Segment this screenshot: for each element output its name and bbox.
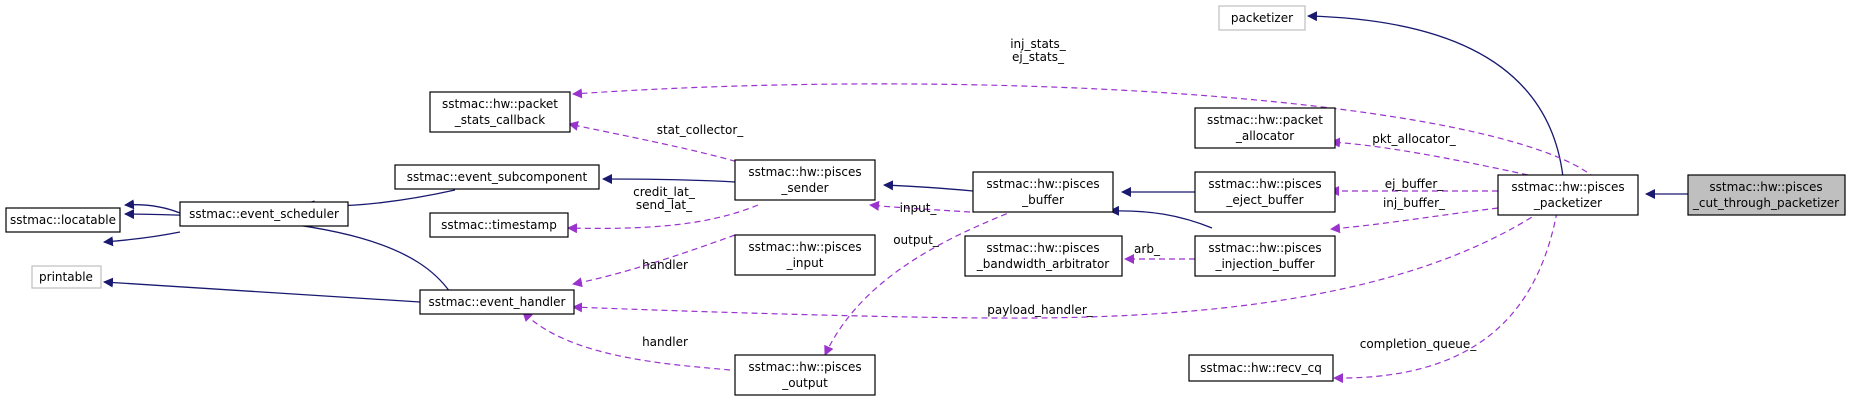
svg-text:_input: _input bbox=[786, 256, 824, 270]
edge-label-payload-handler: payload_handler_ bbox=[987, 303, 1094, 317]
node-pisces-sender[interactable]: sstmac::hw::pisces _sender bbox=[734, 159, 876, 201]
node-timestamp[interactable]: sstmac::timestamp bbox=[429, 212, 569, 238]
edge-label-ej-stats: ej_stats_ bbox=[1012, 50, 1065, 64]
edge-label-stat-collector: stat_collector_ bbox=[657, 123, 745, 137]
node-recv-cq[interactable]: sstmac::hw::recv_cq bbox=[1188, 354, 1334, 382]
svg-text:_sender: _sender bbox=[780, 181, 828, 195]
edge-locatable-to-event-scheduler bbox=[124, 199, 181, 214]
edge-output bbox=[824, 209, 1017, 356]
node-cut-through-packetizer[interactable]: sstmac::hw::pisces _cut_through_packetiz… bbox=[1687, 174, 1846, 216]
svg-text:sstmac::hw::packet: sstmac::hw::packet bbox=[442, 97, 558, 111]
edge-handler-input bbox=[572, 234, 736, 288]
svg-text:sstmac::hw::pisces: sstmac::hw::pisces bbox=[748, 240, 861, 254]
svg-text:sstmac::event_scheduler: sstmac::event_scheduler bbox=[189, 207, 339, 221]
node-locatable[interactable]: sstmac::locatable bbox=[5, 207, 121, 233]
edge-pisces-buffer-to-injection-buffer bbox=[1109, 205, 1213, 229]
svg-text:sstmac::hw::pisces: sstmac::hw::pisces bbox=[1709, 180, 1822, 194]
svg-text:sstmac::hw::pisces: sstmac::hw::pisces bbox=[986, 177, 1099, 191]
nodes-layer: packetizer sstmac::hw::packet _stats_cal… bbox=[5, 5, 1846, 396]
edge-label-handler-input: handler bbox=[642, 258, 688, 272]
svg-text:sstmac::hw::pisces: sstmac::hw::pisces bbox=[1208, 177, 1321, 191]
edge-label-ej-buffer: ej_buffer_ bbox=[1385, 177, 1445, 191]
node-eject-buffer[interactable]: sstmac::hw::pisces _eject_buffer bbox=[1194, 171, 1336, 213]
svg-text:packetizer: packetizer bbox=[1231, 11, 1293, 25]
svg-text:sstmac::locatable: sstmac::locatable bbox=[10, 213, 116, 227]
svg-text:sstmac::hw::pisces: sstmac::hw::pisces bbox=[1511, 180, 1624, 194]
node-pisces-output[interactable]: sstmac::hw::pisces _output bbox=[734, 354, 876, 396]
svg-text:sstmac::hw::pisces: sstmac::hw::pisces bbox=[1208, 241, 1321, 255]
edge-event-subcomponent-to-pisces-sender bbox=[602, 174, 736, 185]
node-injection-buffer[interactable]: sstmac::hw::pisces _injection_buffer bbox=[1194, 235, 1336, 277]
edge-completion-queue bbox=[1333, 211, 1558, 384]
edge-handler-output bbox=[522, 311, 731, 371]
edge-label-completion-queue: completion_queue_ bbox=[1360, 337, 1478, 351]
edges-layer: inj_stats_ ej_stats_ stat_collector_ pkt… bbox=[103, 11, 1688, 384]
svg-text:sstmac::hw::packet: sstmac::hw::packet bbox=[1207, 113, 1323, 127]
node-event-subcomponent[interactable]: sstmac::event_subcomponent bbox=[394, 164, 600, 190]
edge-label-input: input_ bbox=[900, 201, 938, 215]
svg-text:_bandwidth_arbitrator: _bandwidth_arbitrator bbox=[976, 257, 1110, 271]
edge-packetizer-to-pisces-packetizer bbox=[1307, 11, 1564, 178]
svg-text:_cut_through_packetizer: _cut_through_packetizer bbox=[1692, 196, 1839, 210]
svg-text:_allocator: _allocator bbox=[1235, 129, 1294, 143]
edge-label-send-lat: send_lat_ bbox=[636, 198, 693, 212]
node-pisces-packetizer[interactable]: sstmac::hw::pisces _packetizer bbox=[1497, 174, 1639, 216]
node-packet-stats-callback[interactable]: sstmac::hw::packet _stats_callback bbox=[429, 91, 571, 133]
edge-inj-buffer bbox=[1330, 207, 1499, 234]
svg-text:sstmac::hw::recv_cq: sstmac::hw::recv_cq bbox=[1200, 361, 1322, 375]
node-pisces-input[interactable]: sstmac::hw::pisces _input bbox=[734, 234, 876, 276]
svg-text:_buffer: _buffer bbox=[1021, 193, 1064, 207]
node-packetizer[interactable]: packetizer bbox=[1218, 5, 1306, 31]
edge-credit-send-lat bbox=[567, 204, 759, 234]
edge-pisces-buffer-to-pisces-sender bbox=[883, 180, 974, 192]
svg-text:sstmac::event_subcomponent: sstmac::event_subcomponent bbox=[407, 170, 588, 184]
edge-payload-handler bbox=[572, 211, 1541, 319]
svg-text:_stats_callback: _stats_callback bbox=[454, 113, 545, 127]
node-event-scheduler[interactable]: sstmac::event_scheduler bbox=[179, 201, 349, 227]
node-bandwidth-arbitrator[interactable]: sstmac::hw::pisces _bandwidth_arbitrator bbox=[964, 235, 1123, 277]
svg-text:printable: printable bbox=[39, 270, 93, 284]
svg-text:_injection_buffer: _injection_buffer bbox=[1214, 257, 1314, 271]
edge-stats-callback bbox=[572, 83, 1596, 179]
svg-text:_output: _output bbox=[781, 376, 828, 390]
node-packet-allocator[interactable]: sstmac::hw::packet _allocator bbox=[1194, 107, 1336, 149]
edge-pkt-allocator bbox=[1330, 137, 1529, 176]
edge-printable-to-event-scheduler bbox=[103, 231, 181, 247]
edge-label-credit-lat: credit_lat_ bbox=[633, 185, 696, 199]
svg-text:sstmac::event_handler: sstmac::event_handler bbox=[429, 295, 566, 309]
svg-text:sstmac::hw::pisces: sstmac::hw::pisces bbox=[748, 165, 861, 179]
node-pisces-buffer[interactable]: sstmac::hw::pisces _buffer bbox=[972, 171, 1114, 213]
svg-text:_packetizer: _packetizer bbox=[1533, 196, 1602, 210]
edge-printable-to-event-handler bbox=[103, 277, 421, 303]
svg-text:sstmac::hw::pisces: sstmac::hw::pisces bbox=[748, 360, 861, 374]
svg-text:sstmac::timestamp: sstmac::timestamp bbox=[441, 218, 557, 232]
svg-text:_eject_buffer: _eject_buffer bbox=[1225, 193, 1303, 207]
edge-label-output: output_ bbox=[893, 233, 940, 247]
edge-label-inj-stats: inj_stats_ bbox=[1010, 37, 1067, 51]
edge-label-pkt-allocator: pkt_allocator_ bbox=[1372, 132, 1457, 146]
node-event-handler[interactable]: sstmac::event_handler bbox=[419, 289, 575, 315]
edge-input bbox=[869, 200, 971, 213]
node-printable[interactable]: printable bbox=[31, 265, 102, 289]
edge-label-inj-buffer: inj_buffer_ bbox=[1383, 196, 1446, 210]
edge-label-handler-output: handler bbox=[642, 335, 688, 349]
svg-text:sstmac::hw::pisces: sstmac::hw::pisces bbox=[986, 241, 1099, 255]
edge-label-arb: arb_ bbox=[1134, 242, 1161, 256]
